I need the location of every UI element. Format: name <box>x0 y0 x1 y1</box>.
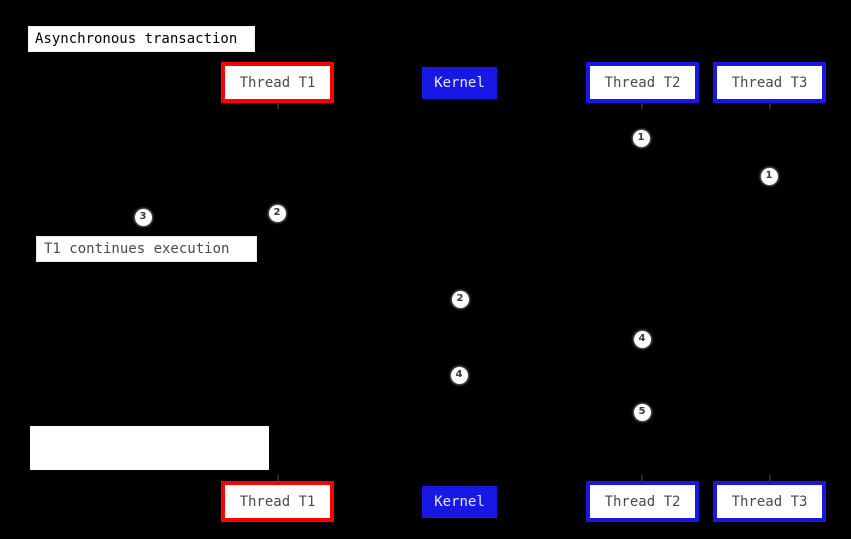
participant-thread-t2-bottom-label: Thread T2 <box>604 493 681 510</box>
participant-kernel-top-label: Kernel <box>434 75 485 91</box>
participant-thread-t1-top-label: Thread T1 <box>239 74 316 91</box>
step-marker-thread-t1-3: 3 <box>134 208 152 226</box>
participant-kernel-bottom[interactable]: Kernel <box>422 486 497 518</box>
note-t1-continues-execution-text: T1 continues execution <box>44 241 230 257</box>
participant-kernel-top[interactable]: Kernel <box>422 67 497 99</box>
lifeline-stub-thread-t1-top <box>277 103 279 109</box>
participant-thread-t3-top-label: Thread T3 <box>731 74 808 91</box>
step-marker-thread-t1-2: 2 <box>268 204 286 222</box>
lifeline-stub-thread-t2-top <box>641 103 643 109</box>
participant-thread-t3-top[interactable]: Thread T3 <box>713 62 826 103</box>
participant-thread-t3-bottom[interactable]: Thread T3 <box>713 481 826 522</box>
participant-thread-t2-top-label: Thread T2 <box>604 74 681 91</box>
lifeline-stub-thread-t3-top <box>769 103 771 109</box>
lifeline-stub-thread-t1-bottom <box>277 475 279 481</box>
step-marker-thread-t3-1: 1 <box>760 167 778 185</box>
step-marker-number: 2 <box>456 293 464 304</box>
participant-kernel-bottom-label: Kernel <box>434 494 485 510</box>
participant-thread-t3-bottom-label: Thread T3 <box>731 493 808 510</box>
step-marker-kernel-2: 2 <box>451 290 469 308</box>
participant-thread-t1-bottom[interactable]: Thread T1 <box>221 481 334 522</box>
participant-thread-t2-bottom[interactable]: Thread T2 <box>586 481 699 522</box>
step-marker-number: 3 <box>139 211 147 222</box>
step-marker-thread-t2-1: 1 <box>632 129 650 147</box>
note-t1-continues-execution: T1 continues execution <box>36 236 257 262</box>
step-marker-number: 1 <box>765 170 773 181</box>
participant-thread-t1-bottom-label: Thread T1 <box>239 493 316 510</box>
step-marker-number: 2 <box>273 207 281 218</box>
step-marker-kernel-4: 4 <box>450 366 468 384</box>
note-empty <box>30 426 269 470</box>
step-marker-number: 5 <box>638 406 646 417</box>
lifeline-stub-thread-t2-bottom <box>641 475 643 481</box>
step-marker-thread-t2-4: 4 <box>633 330 651 348</box>
diagram-title-text: Asynchronous transaction <box>35 31 238 47</box>
step-marker-number: 4 <box>638 333 646 344</box>
step-marker-thread-t2-5: 5 <box>633 403 651 421</box>
step-marker-number: 4 <box>455 369 463 380</box>
participant-thread-t2-top[interactable]: Thread T2 <box>586 62 699 103</box>
participant-thread-t1-top[interactable]: Thread T1 <box>221 62 334 103</box>
diagram-title-note: Asynchronous transaction <box>28 26 255 52</box>
lifeline-stub-thread-t3-bottom <box>769 475 771 481</box>
step-marker-number: 1 <box>637 132 645 143</box>
